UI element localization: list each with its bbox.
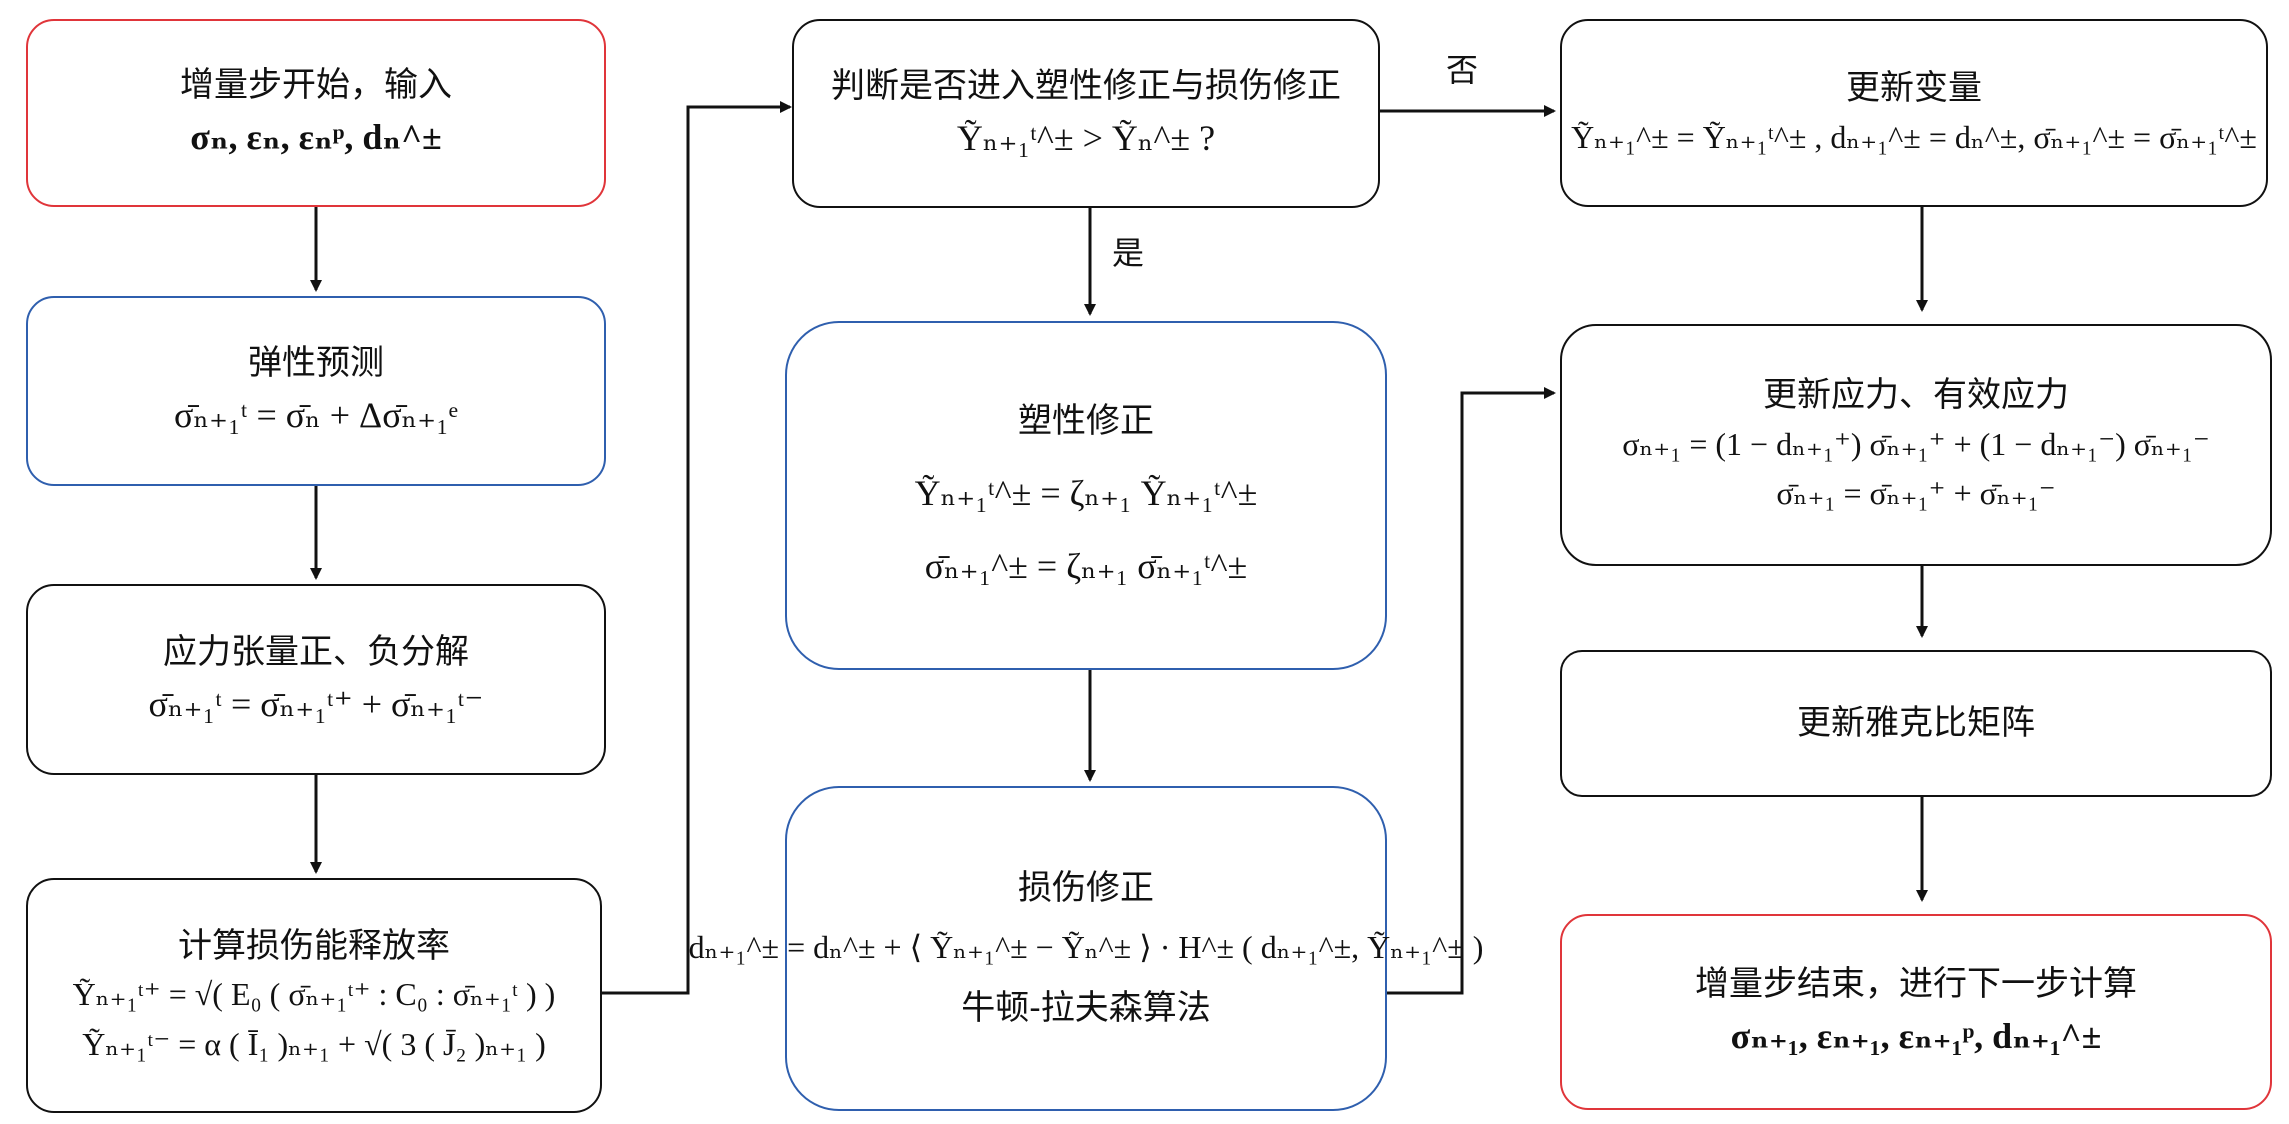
arrow-energy-to-judge — [602, 101, 792, 995]
plastic-title: 塑性修正 — [1018, 401, 1154, 442]
decomp-node: 应力张量正、负分解 σ̄ₙ₊₁ᵗ = σ̄ₙ₊₁ᵗ⁺ + σ̄ₙ₊₁ᵗ⁻ — [26, 584, 606, 775]
jacobian-title: 更新雅克比矩阵 — [1797, 703, 2035, 744]
start-node: 增量步开始，输入 σₙ, εₙ, εₙᵖ, dₙ^± — [26, 19, 606, 207]
damage-node: 损伤修正 dₙ₊₁^± = dₙ^± + ⟨ Ỹₙ₊₁^± − Ỹₙ^± ⟩ ·… — [689, 786, 1483, 1111]
damage-title: 损伤修正 — [1018, 867, 1154, 908]
energy-title: 计算损伤能释放率 — [178, 925, 450, 966]
elastic-formula: σ̄ₙ₊₁ᵗ = σ̄ₙ + Δσ̄ₙ₊₁ᵉ — [174, 395, 458, 435]
update-var-node: 更新变量 Ỹₙ₊₁^± = Ỹₙ₊₁ᵗ^± , dₙ₊₁^± = dₙ^±, σ… — [1560, 19, 2268, 207]
damage-method: 牛顿-拉夫森算法 — [961, 988, 1211, 1029]
end-title: 增量步结束，进行下一步计算 — [1695, 964, 2137, 1005]
energy-node: 计算损伤能释放率 Ỹₙ₊₁ᵗ⁺ = √( E₀ ( σ̄ₙ₊₁ᵗ⁺ : C₀ :… — [26, 878, 602, 1113]
elastic-title: 弹性预测 — [248, 343, 384, 384]
elastic-node: 弹性预测 σ̄ₙ₊₁ᵗ = σ̄ₙ + Δσ̄ₙ₊₁ᵉ — [26, 296, 606, 486]
plastic-node: 塑性修正 Ỹₙ₊₁ᵗ^± = ζₙ₊₁ Ỹₙ₊₁ᵗ^± σ̄ₙ₊₁^± = ζₙ… — [785, 321, 1387, 670]
plastic-formula-2: σ̄ₙ₊₁^± = ζₙ₊₁ σ̄ₙ₊₁ᵗ^± — [924, 545, 1248, 586]
judge-title: 判断是否进入塑性修正与损伤修正 — [831, 65, 1341, 106]
energy-formula-2: Ỹₙ₊₁ᵗ⁻ = α ( Ī₁ )ₙ₊₁ + √( 3 ( J̄₂ )ₙ₊₁ ) — [82, 1025, 546, 1062]
update-var-title: 更新变量 — [1846, 67, 1982, 108]
plastic-formula-1: Ỹₙ₊₁ᵗ^± = ζₙ₊₁ Ỹₙ₊₁ᵗ^± — [914, 473, 1258, 514]
no-branch-label: 否 — [1446, 51, 1479, 89]
update-stress-formula-2: σ̄ₙ₊₁ = σ̄ₙ₊₁⁺ + σ̄ₙ₊₁⁻ — [1776, 475, 2056, 512]
start-formula: σₙ, εₙ, εₙᵖ, dₙ^± — [190, 117, 442, 157]
damage-formula: dₙ₊₁^± = dₙ^± + ⟨ Ỹₙ₊₁^± − Ỹₙ^± ⟩ · H^± … — [688, 928, 1484, 965]
update-stress-formula-1: σₙ₊₁ = (1 − dₙ₊₁⁺) σ̄ₙ₊₁⁺ + (1 − dₙ₊₁⁻) … — [1622, 425, 2210, 462]
update-stress-title: 更新应力、有效应力 — [1763, 375, 2069, 415]
arrow-damage-to-update-stress — [1387, 387, 1556, 995]
start-title: 增量步开始，输入 — [180, 65, 452, 106]
update-stress-node: 更新应力、有效应力 σₙ₊₁ = (1 − dₙ₊₁⁺) σ̄ₙ₊₁⁺ + (1… — [1560, 324, 2272, 566]
judge-formula: Ỹₙ₊₁ᵗ^± > Ỹₙ^± ? — [956, 117, 1216, 158]
update-var-formula: Ỹₙ₊₁^± = Ỹₙ₊₁ᵗ^± , dₙ₊₁^± = dₙ^±, σ̄ₙ₊₁^… — [1571, 118, 2257, 155]
decomp-formula: σ̄ₙ₊₁ᵗ = σ̄ₙ₊₁ᵗ⁺ + σ̄ₙ₊₁ᵗ⁻ — [148, 683, 484, 724]
end-node: 增量步结束，进行下一步计算 σₙ₊₁, εₙ₊₁, εₙ₊₁ᵖ, dₙ₊₁^± — [1560, 914, 2272, 1110]
judge-node: 判断是否进入塑性修正与损伤修正 Ỹₙ₊₁ᵗ^± > Ỹₙ^± ? — [792, 19, 1380, 208]
end-formula: σₙ₊₁, εₙ₊₁, εₙ₊₁ᵖ, dₙ₊₁^± — [1730, 1016, 2102, 1056]
decomp-title: 应力张量正、负分解 — [163, 631, 469, 672]
yes-branch-label: 是 — [1112, 234, 1145, 272]
energy-formula-1: Ỹₙ₊₁ᵗ⁺ = √( E₀ ( σ̄ₙ₊₁ᵗ⁺ : C₀ : σ̄ₙ₊₁ᵗ )… — [72, 976, 556, 1013]
jacobian-node: 更新雅克比矩阵 — [1560, 650, 2272, 797]
